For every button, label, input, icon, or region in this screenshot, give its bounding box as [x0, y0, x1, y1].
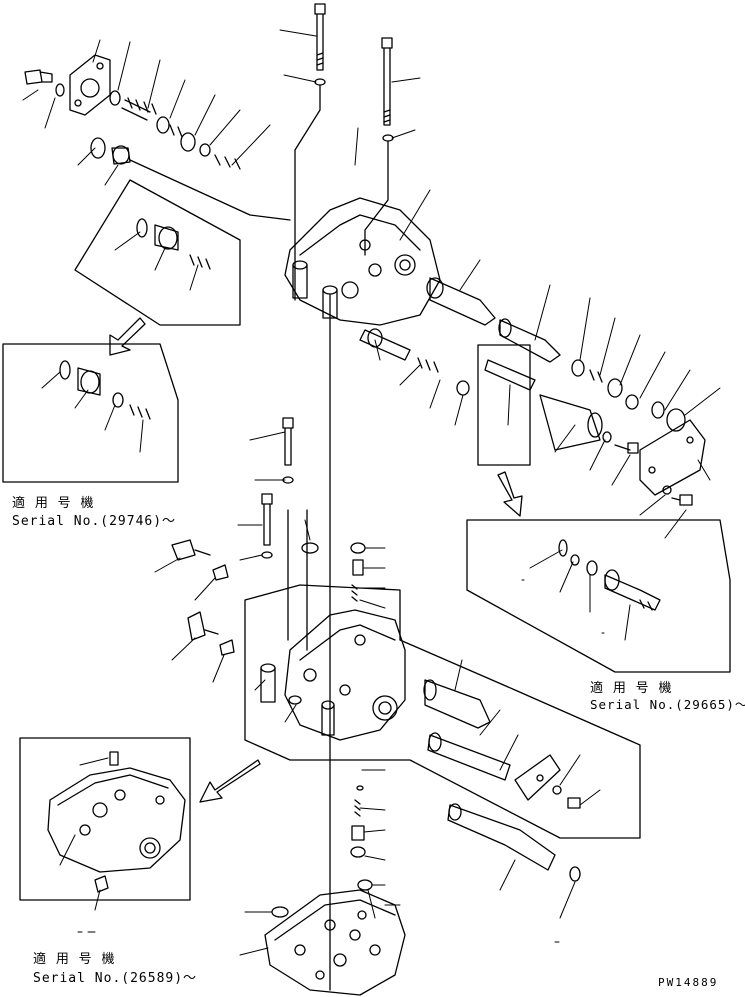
upper-left-parts [25, 55, 290, 220]
middle-valve-body [261, 610, 405, 740]
upper-left-frame [75, 180, 240, 325]
upper-right-frame [478, 345, 530, 465]
detail-1-serial: Serial No.(29746)～ [12, 514, 177, 529]
middle-right-spools [424, 680, 580, 881]
detail-2-parts [559, 540, 660, 610]
small-marks [78, 580, 604, 942]
upper-left-frame-parts [137, 219, 210, 269]
middle-frame [245, 585, 640, 838]
leader-lines [23, 30, 720, 955]
detail-2-applicable-models: 適 用 号 機 [590, 681, 673, 696]
middle-vertical-parts [272, 786, 372, 917]
detail-3-applicable-models: 適 用 号 機 [33, 952, 116, 967]
upper-right-spools [360, 278, 705, 505]
detail-3-valve-body [48, 752, 185, 892]
detail-frame-3 [20, 738, 190, 900]
detail-1-applicable-models: 適 用 号 機 [12, 496, 95, 511]
lower-valve-body [265, 890, 405, 995]
upper-valve-body [285, 198, 440, 325]
arrow-to-detail-1 [110, 318, 145, 355]
middle-bolts [172, 418, 365, 655]
detail-frame-2 [467, 520, 730, 672]
drawing-number: PW14889 [658, 976, 719, 989]
detail-frame-1 [3, 344, 178, 482]
detail-3-serial: Serial No.(26589)～ [33, 971, 198, 986]
detail-2-serial: Serial No.(29665)～ [590, 697, 745, 712]
detail-1-parts [60, 361, 150, 419]
arrow-to-detail-3 [200, 760, 260, 802]
arrow-to-detail-2 [498, 472, 522, 516]
upper-bolts [295, 4, 393, 300]
